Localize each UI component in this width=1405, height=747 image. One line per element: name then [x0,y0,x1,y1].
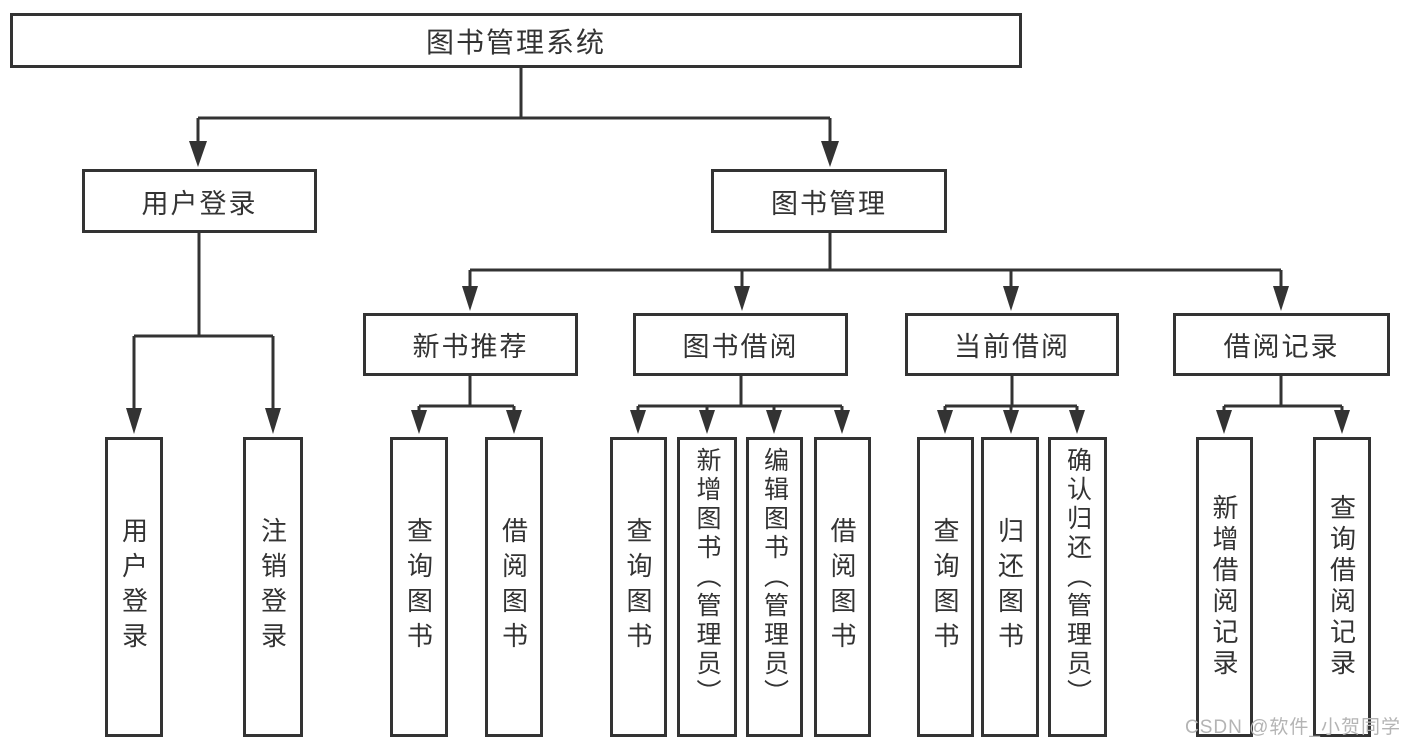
node-user-login: 用户登录 [82,169,317,233]
leaf-add-book-admin-label: 新增图书（管理员） [693,447,721,708]
arrowheads-group [126,141,1350,434]
node-book-borrow: 图书借阅 [633,313,848,376]
leaf-query-books-3: 查询图书 [917,437,974,737]
leaf-borrow-books-1-label: 借阅图书 [498,517,529,657]
leaf-borrow-books-1: 借阅图书 [485,437,543,737]
leaf-query-books-1: 查询图书 [390,437,448,737]
leaf-user-login: 用户登录 [105,437,163,737]
leaf-query-borrow-record: 查询借阅记录 [1313,437,1371,737]
leaf-confirm-return-admin-label: 确认归还（管理员） [1063,447,1092,708]
leaf-query-borrow-record-label: 查询借阅记录 [1326,494,1357,680]
leaf-query-books-3-label: 查询图书 [930,517,960,657]
leaf-query-books-2: 查询图书 [610,437,667,737]
node-current-borrow: 当前借阅 [905,313,1119,376]
leaf-borrow-books-2-label: 借阅图书 [827,517,857,657]
leaf-return-books: 归还图书 [981,437,1039,737]
leaf-confirm-return-admin: 确认归还（管理员） [1048,437,1107,737]
leaf-borrow-books-2: 借阅图书 [814,437,871,737]
leaf-edit-book-admin: 编辑图书（管理员） [746,437,803,737]
node-borrow-records: 借阅记录 [1173,313,1390,376]
node-root: 图书管理系统 [10,13,1022,68]
leaf-add-book-admin: 新增图书（管理员） [677,437,737,737]
leaf-logout-label: 注销登录 [257,517,288,657]
leaf-query-books-2-label: 查询图书 [623,517,653,657]
leaf-user-login-label: 用户登录 [118,517,149,657]
leaf-query-books-1-label: 查询图书 [403,517,434,657]
leaf-logout: 注销登录 [243,437,303,737]
leaf-return-books-label: 归还图书 [994,517,1025,657]
watermark-text: CSDN @软件_小贺同学 [1185,717,1401,738]
node-new-book-recommend: 新书推荐 [363,313,578,376]
leaf-edit-book-admin-label: 编辑图书（管理员） [760,447,789,708]
node-book-management: 图书管理 [711,169,947,233]
leaf-add-borrow-record-label: 新增借阅记录 [1209,494,1239,680]
leaf-add-borrow-record: 新增借阅记录 [1196,437,1253,737]
